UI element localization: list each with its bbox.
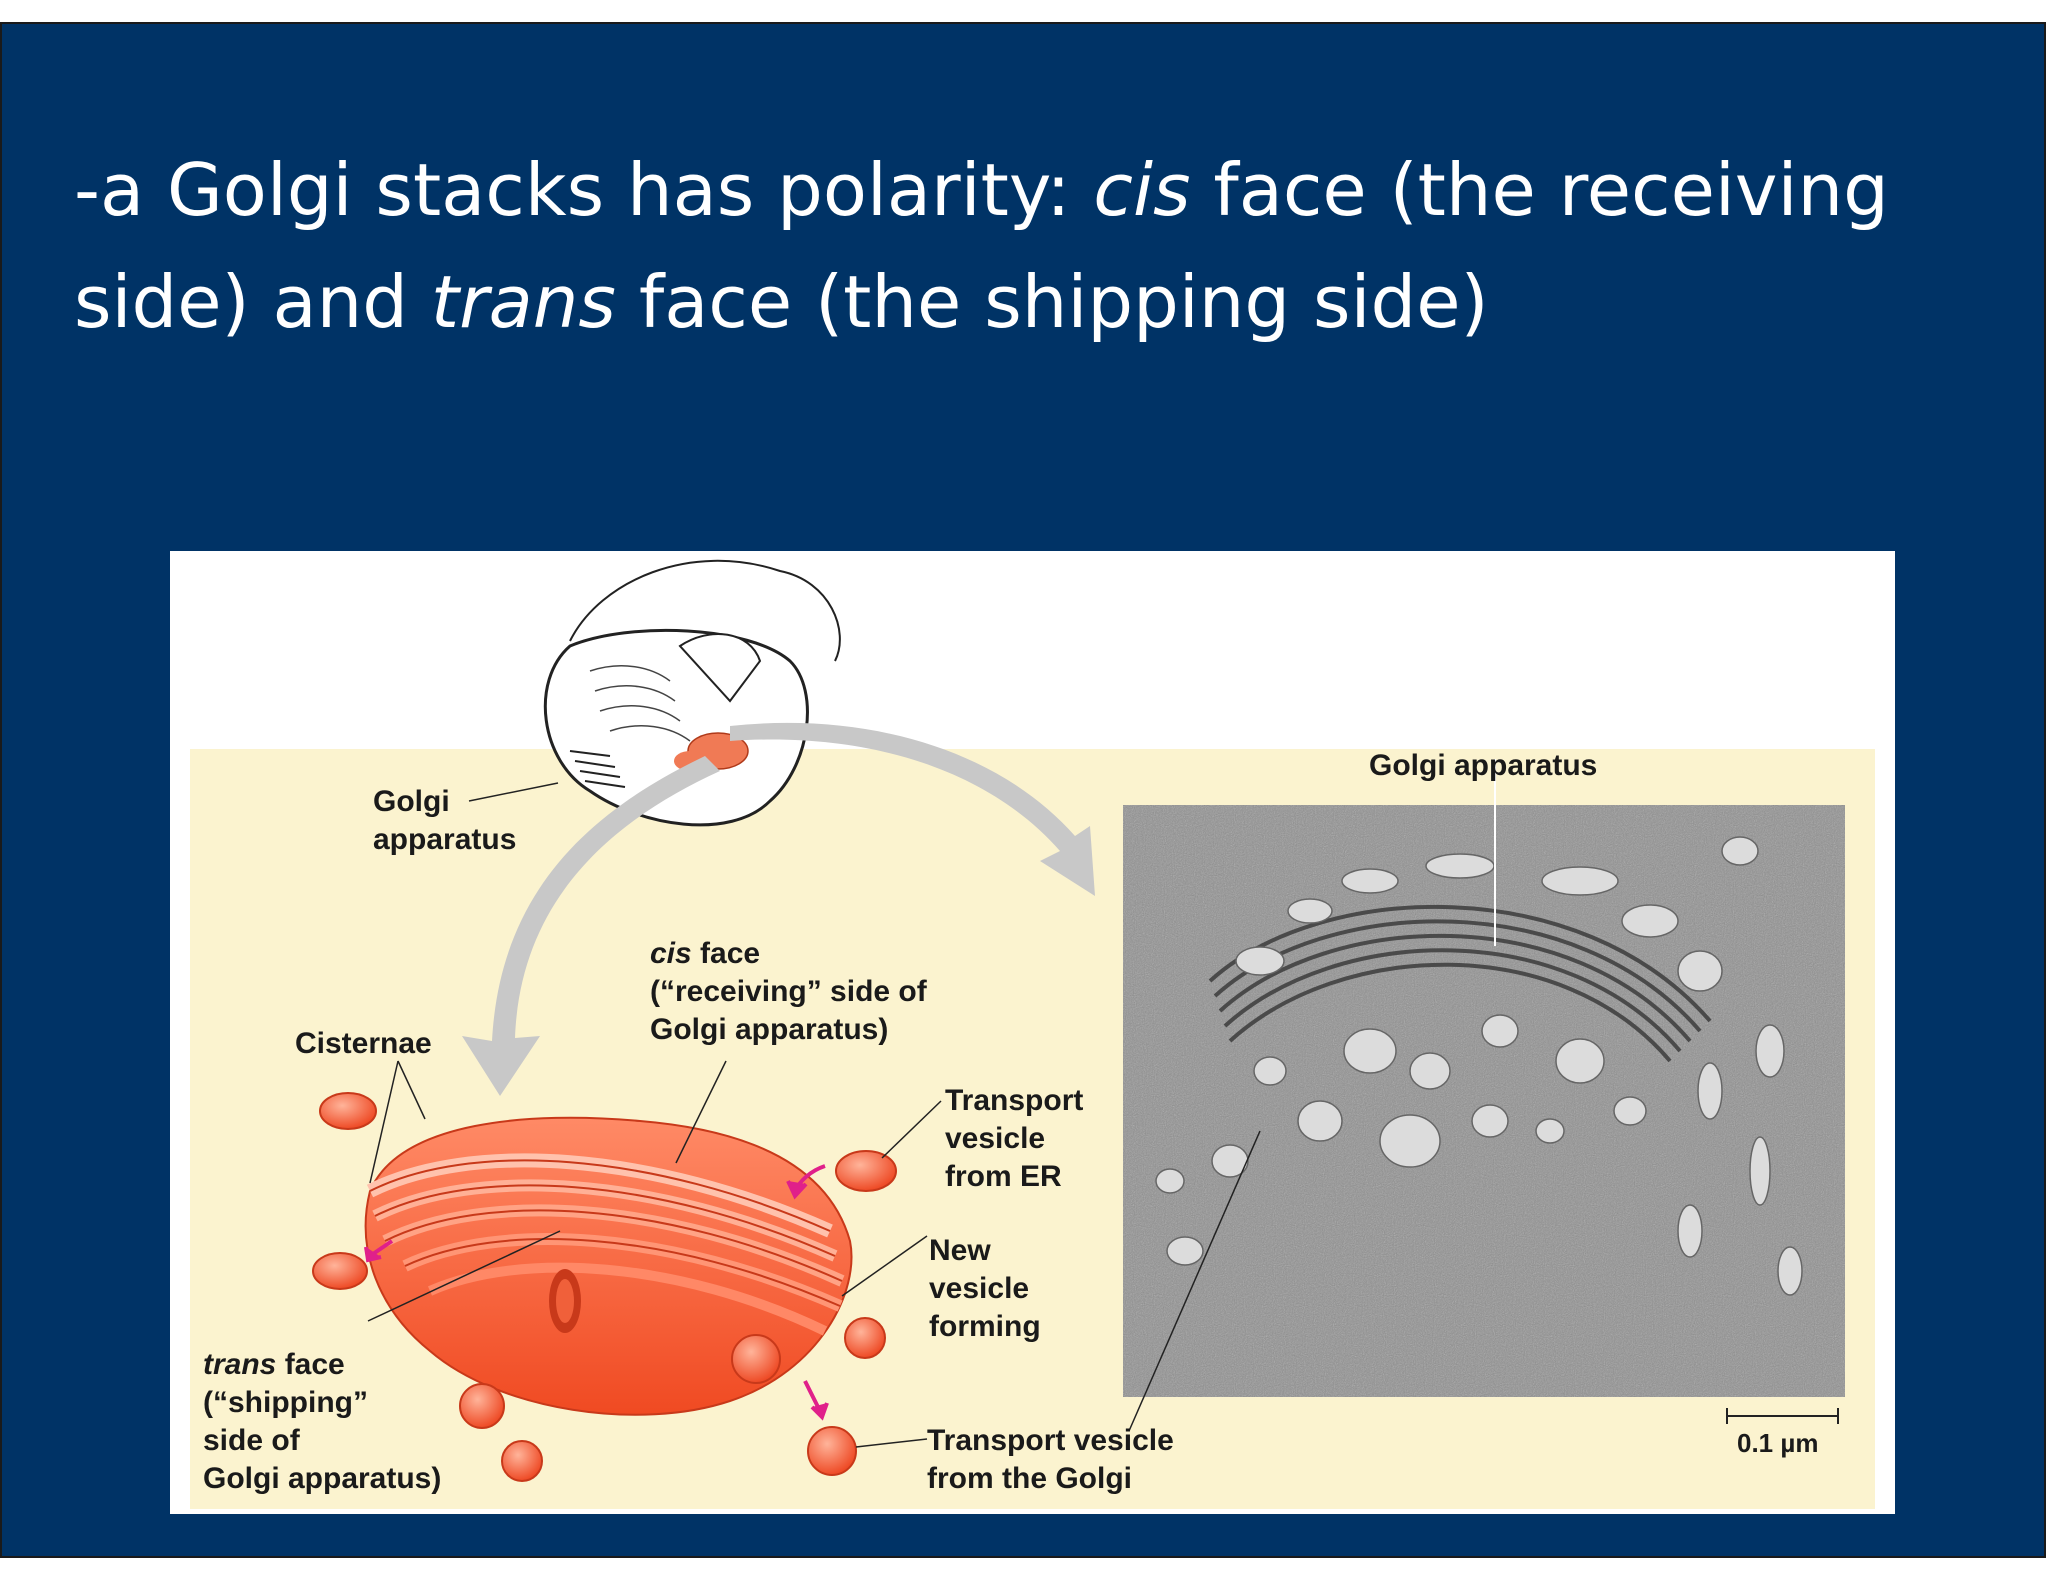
golgi-illustration — [311, 559, 1845, 1482]
label-transport-er-3: from ER — [945, 1160, 1062, 1193]
label-golgi-right: Golgi apparatus — [1369, 749, 1598, 782]
title-text-3: face (the shipping side) — [615, 260, 1489, 344]
label-trans-face-3: side of — [203, 1424, 300, 1457]
leader-lines — [367, 782, 942, 1448]
label-cis-face-2: (“receiving” side of — [650, 975, 927, 1008]
label-golgi-left-2: apparatus — [373, 823, 517, 856]
arrow-to-micrograph — [730, 722, 1095, 896]
label-cis-face: cis face — [650, 937, 761, 970]
label-cisternae: Cisternae — [295, 1027, 432, 1060]
title-trans: trans — [430, 260, 616, 344]
label-trans-face-2: (“shipping” — [203, 1386, 368, 1419]
label-cis-face-3: Golgi apparatus) — [650, 1013, 889, 1046]
label-scale-bar: 0.1 µm — [1737, 1428, 1819, 1458]
label-new-vesicle-3: forming — [929, 1310, 1041, 1343]
title-text-2: face (the receiving side) and — [74, 148, 1889, 344]
scale-bar — [1726, 1408, 1839, 1424]
label-new-vesicle: New — [929, 1234, 991, 1267]
golgi-stack — [364, 1116, 853, 1416]
golgi-figure: Golgi apparatus Golgi apparatus Cisterna… — [170, 551, 1895, 1514]
label-transport-golgi-2: from the Golgi — [927, 1462, 1132, 1495]
label-trans-face-4: Golgi apparatus) — [203, 1462, 442, 1495]
slide-title: -a Golgi stacks has polarity: cis face (… — [74, 134, 1974, 358]
micrograph — [1123, 759, 1845, 1432]
cell-sketch — [543, 559, 841, 827]
label-new-vesicle-2: vesicle — [929, 1272, 1030, 1305]
magenta-arrows — [364, 1164, 829, 1421]
label-golgi-left: Golgi — [373, 785, 450, 818]
label-transport-golgi: Transport vesicle — [927, 1424, 1174, 1457]
arrow-to-diagram — [462, 756, 720, 1096]
label-trans-face: trans face — [203, 1348, 345, 1381]
title-cis: cis — [1093, 148, 1191, 232]
title-text-1: -a Golgi stacks has polarity: — [74, 148, 1094, 232]
label-transport-er-2: vesicle — [945, 1122, 1046, 1155]
vesicles — [311, 1092, 898, 1482]
label-transport-er: Transport — [945, 1084, 1084, 1117]
